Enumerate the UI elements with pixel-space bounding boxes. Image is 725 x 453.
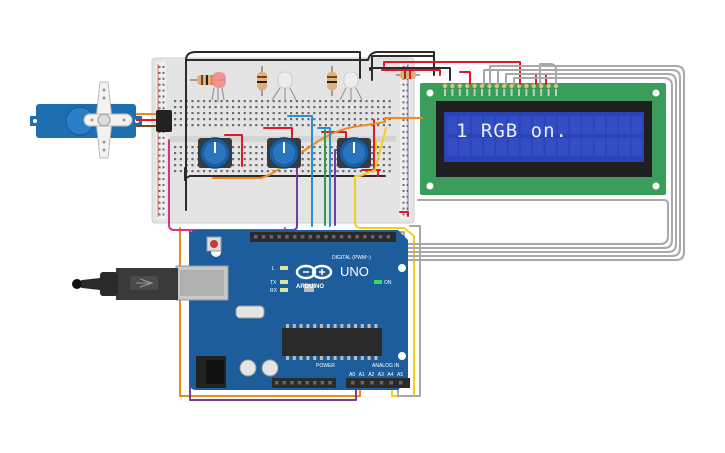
rgb-led-icon[interactable]: [211, 72, 226, 102]
usb-plug-icon[interactable]: [72, 268, 178, 300]
rgb-led-icon[interactable]: [339, 71, 363, 102]
reset-button-icon[interactable]: [206, 236, 222, 252]
rgb-led-icon[interactable]: [271, 71, 297, 102]
arduino-logo-icon: [295, 264, 333, 280]
analog-pin-label: A5: [397, 372, 403, 378]
servo-horn[interactable]: [83, 81, 133, 159]
power-header-label: POWER: [316, 363, 335, 369]
potentiometer-icon[interactable]: [198, 137, 232, 169]
led-rx-label: RX: [270, 288, 278, 294]
analog-pin-label: A2: [368, 372, 374, 378]
arduino-brand-label: ARDUINO: [296, 284, 324, 290]
analog-pin-label: A3: [378, 372, 384, 378]
analog-header-label: ANALOG IN: [372, 363, 400, 369]
resistor-icon[interactable]: [396, 71, 420, 79]
resistor-icon[interactable]: [327, 66, 337, 96]
digital-header-label: DIGITAL (PWM~): [332, 255, 371, 261]
resistor-icon[interactable]: [257, 66, 267, 96]
potentiometer-icon[interactable]: [337, 137, 371, 169]
lcd-display[interactable]: 1 RGB on.: [420, 83, 666, 195]
on-label: ON: [384, 280, 392, 286]
analog-pin-label: A1: [359, 372, 365, 378]
servo-motor-icon[interactable]: [30, 81, 172, 159]
arduino-uno[interactable]: UNO ARDUINO DIGITAL (PWM~) ON L TX RX PO…: [175, 230, 410, 390]
led-tx-label: TX: [270, 280, 277, 286]
led-l-label: L: [272, 266, 275, 272]
power-jack-icon: [196, 356, 226, 388]
analog-pin-label: A0: [349, 372, 355, 378]
potentiometer-icon[interactable]: [267, 137, 301, 169]
arduino-model-label: UNO: [340, 264, 369, 279]
analog-pin-label: A4: [387, 372, 393, 378]
lcd-line-1: 1 RGB on.: [456, 120, 568, 142]
